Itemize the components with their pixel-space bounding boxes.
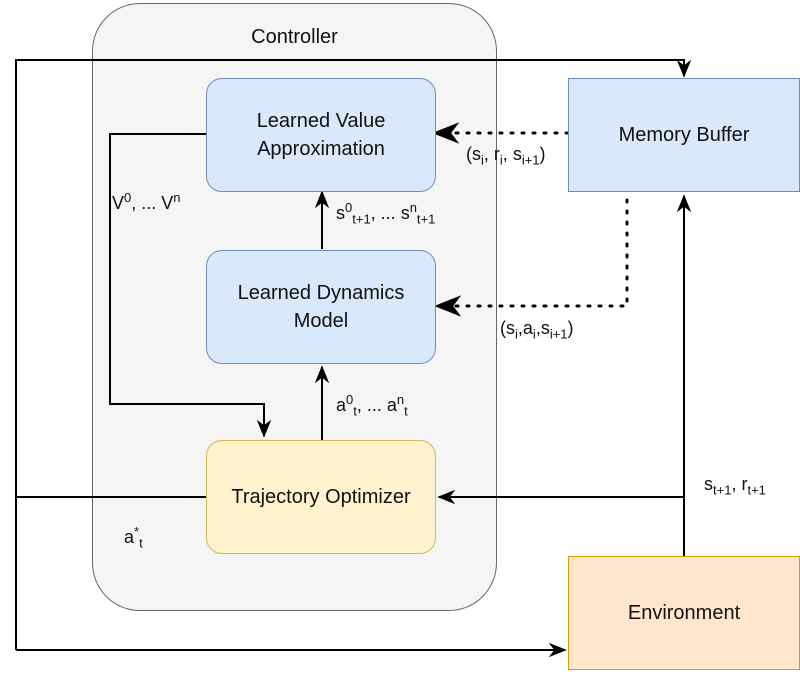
edge-memory-to-dynamics [434,198,629,317]
node-trajectory-optimizer: Trajectory Optimizer [206,440,436,554]
label-predicted-states: s0t+1, ... snt+1 [336,200,436,227]
edge-value-to-optimizer [109,133,272,438]
value-approx-line-2: Approximation [257,138,385,160]
node-learned-value-approximation-label: Learned Value Approximation [257,107,386,163]
environment-label: Environment [627,602,741,624]
node-environment: Environment [568,556,800,670]
label-optimal-action: a*t [124,524,143,551]
label-memory-to-value: (si, ri, si+1) [466,144,546,168]
value-approx-line-1: Learned Value [256,110,386,132]
controller-title: Controller [251,26,338,48]
edge-left-loop-to-memory [15,59,692,650]
label-environment-feedback: st+1, rt+1 [704,474,766,498]
memory-buffer-label: Memory Buffer [618,124,750,146]
dynamics-line-2: Model [293,310,349,332]
dynamics-line-1: Learned Dynamics [237,282,405,304]
node-learned-dynamics-model-label: Learned Dynamics Model [238,279,405,335]
label-candidate-actions: a0t, ... ant [336,392,408,419]
node-memory-buffer: Memory Buffer [568,78,800,192]
label-memory-to-dynamics: (si,ai,si+1) [500,318,574,342]
node-learned-dynamics-model: Learned Dynamics Model [206,250,436,364]
label-values-out: V0, ... Vn [112,190,181,213]
trajectory-optimizer-label: Trajectory Optimizer [231,486,411,508]
node-learned-value-approximation: Learned Value Approximation [206,78,436,192]
